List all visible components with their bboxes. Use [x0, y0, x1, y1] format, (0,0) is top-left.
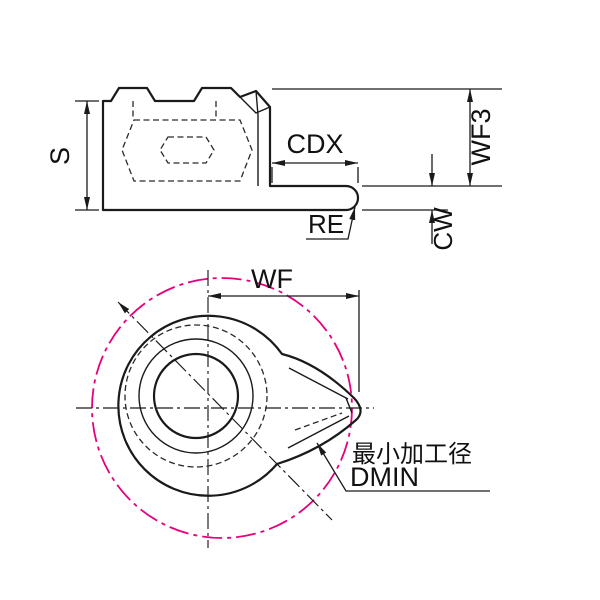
top-view: WF 最小加工径 DMIN: [76, 264, 490, 548]
re-leader-line: [306, 206, 356, 240]
wf-label: WF: [251, 264, 293, 294]
beak-hidden-edge: [294, 412, 343, 431]
dmin-label: DMIN: [350, 462, 419, 492]
facet-edge-line: [255, 90, 259, 186]
side-view: S CDX RE WF3 CW: [45, 86, 502, 251]
screw-hole: [152, 352, 240, 440]
hidden-core-contour: [159, 136, 215, 164]
beak-edge-lower: [287, 415, 350, 449]
cw-label: CW: [428, 207, 458, 251]
cutting-facet: [239, 90, 271, 114]
min-bore-caption: 最小加工径: [352, 441, 472, 468]
wf3-label: WF3: [466, 109, 496, 166]
hidden-pocket-circle: [124, 324, 268, 468]
hidden-pocket-contour: [121, 119, 253, 182]
s-label: S: [45, 147, 75, 165]
insert-top-profile: [117, 314, 362, 497]
diagonal-diameter-line: [117, 301, 333, 521]
dmin-leader-line: [316, 442, 490, 492]
re-label: RE: [308, 209, 344, 239]
beak-edge-upper: [288, 367, 349, 400]
cdx-label: CDX: [286, 129, 343, 159]
boss-ring: [138, 338, 254, 454]
tip-edge: [345, 397, 353, 414]
